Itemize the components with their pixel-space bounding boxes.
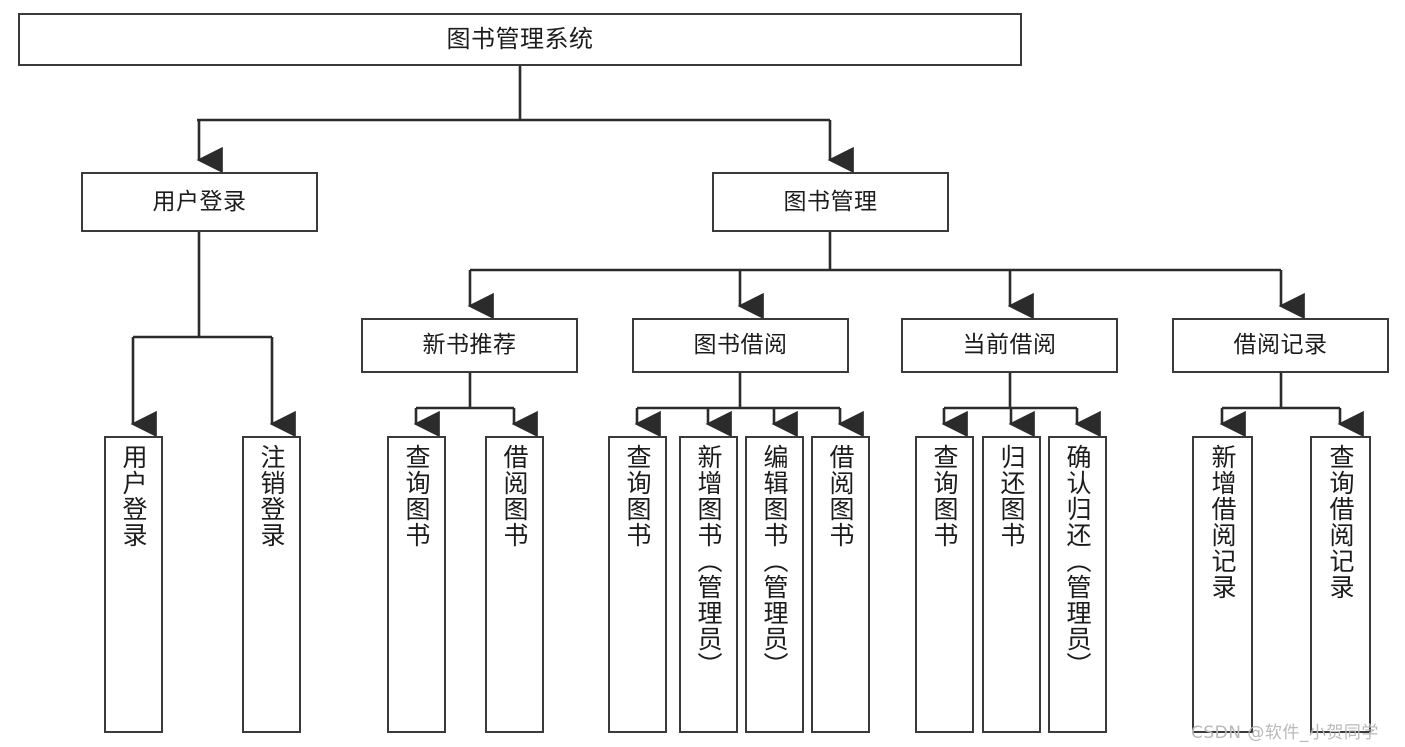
leaf-logout[interactable]: 注销登录 xyxy=(242,436,301,733)
leaf-query-book-2-label: 查询图书 xyxy=(623,444,652,548)
leaf-add-book-admin-label: 新增图书（管理员） xyxy=(694,444,723,678)
watermark: CSDN @软件_小贺同学 xyxy=(1191,723,1379,743)
leaf-user-login-label: 用户登录 xyxy=(119,444,148,548)
leaf-user-login[interactable]: 用户登录 xyxy=(104,436,163,733)
leaf-edit-book-admin-label: 编辑图书（管理员） xyxy=(760,444,789,678)
leaf-query-book-3-label: 查询图书 xyxy=(930,444,959,548)
node-borrowing-record-label: 借阅记录 xyxy=(1233,332,1328,359)
leaf-edit-book-admin[interactable]: 编辑图书（管理员） xyxy=(745,436,804,733)
leaf-add-book-admin[interactable]: 新增图书（管理员） xyxy=(679,436,738,733)
node-current-borrowing[interactable]: 当前借阅 xyxy=(901,318,1118,373)
leaf-confirm-return-admin[interactable]: 确认归还（管理员） xyxy=(1048,436,1107,733)
leaf-query-borrow-record-label: 查询借阅记录 xyxy=(1326,444,1355,600)
leaf-logout-label: 注销登录 xyxy=(257,444,286,548)
leaf-confirm-return-admin-label: 确认归还（管理员） xyxy=(1063,444,1092,678)
leaf-return-book-label: 归还图书 xyxy=(997,444,1026,548)
node-root[interactable]: 图书管理系统 xyxy=(18,13,1022,66)
node-book-management-label: 图书管理 xyxy=(783,188,878,215)
leaf-borrow-book-1[interactable]: 借阅图书 xyxy=(485,436,544,733)
leaf-query-book-3[interactable]: 查询图书 xyxy=(915,436,974,733)
leaf-query-book-2[interactable]: 查询图书 xyxy=(608,436,667,733)
leaf-add-borrow-record[interactable]: 新增借阅记录 xyxy=(1192,436,1253,733)
leaf-borrow-book-2[interactable]: 借阅图书 xyxy=(811,436,870,733)
leaf-borrow-book-2-label: 借阅图书 xyxy=(826,444,855,548)
leaf-add-borrow-record-label: 新增借阅记录 xyxy=(1208,444,1237,600)
node-book-borrowing-label: 图书借阅 xyxy=(693,332,788,359)
node-user-login-label: 用户登录 xyxy=(152,188,247,215)
leaf-borrow-book-1-label: 借阅图书 xyxy=(500,444,529,548)
leaf-query-book-1-label: 查询图书 xyxy=(402,444,431,548)
node-new-book-recommendation-label: 新书推荐 xyxy=(422,332,517,359)
node-book-management[interactable]: 图书管理 xyxy=(712,172,949,232)
node-borrowing-record[interactable]: 借阅记录 xyxy=(1172,318,1389,373)
leaf-query-borrow-record[interactable]: 查询借阅记录 xyxy=(1310,436,1371,733)
node-root-label: 图书管理系统 xyxy=(446,24,594,53)
leaf-query-book-1[interactable]: 查询图书 xyxy=(387,436,446,733)
node-book-borrowing[interactable]: 图书借阅 xyxy=(632,318,849,373)
leaf-return-book[interactable]: 归还图书 xyxy=(982,436,1041,733)
node-new-book-recommendation[interactable]: 新书推荐 xyxy=(361,318,578,373)
node-user-login[interactable]: 用户登录 xyxy=(81,172,318,232)
node-current-borrowing-label: 当前借阅 xyxy=(962,332,1057,359)
